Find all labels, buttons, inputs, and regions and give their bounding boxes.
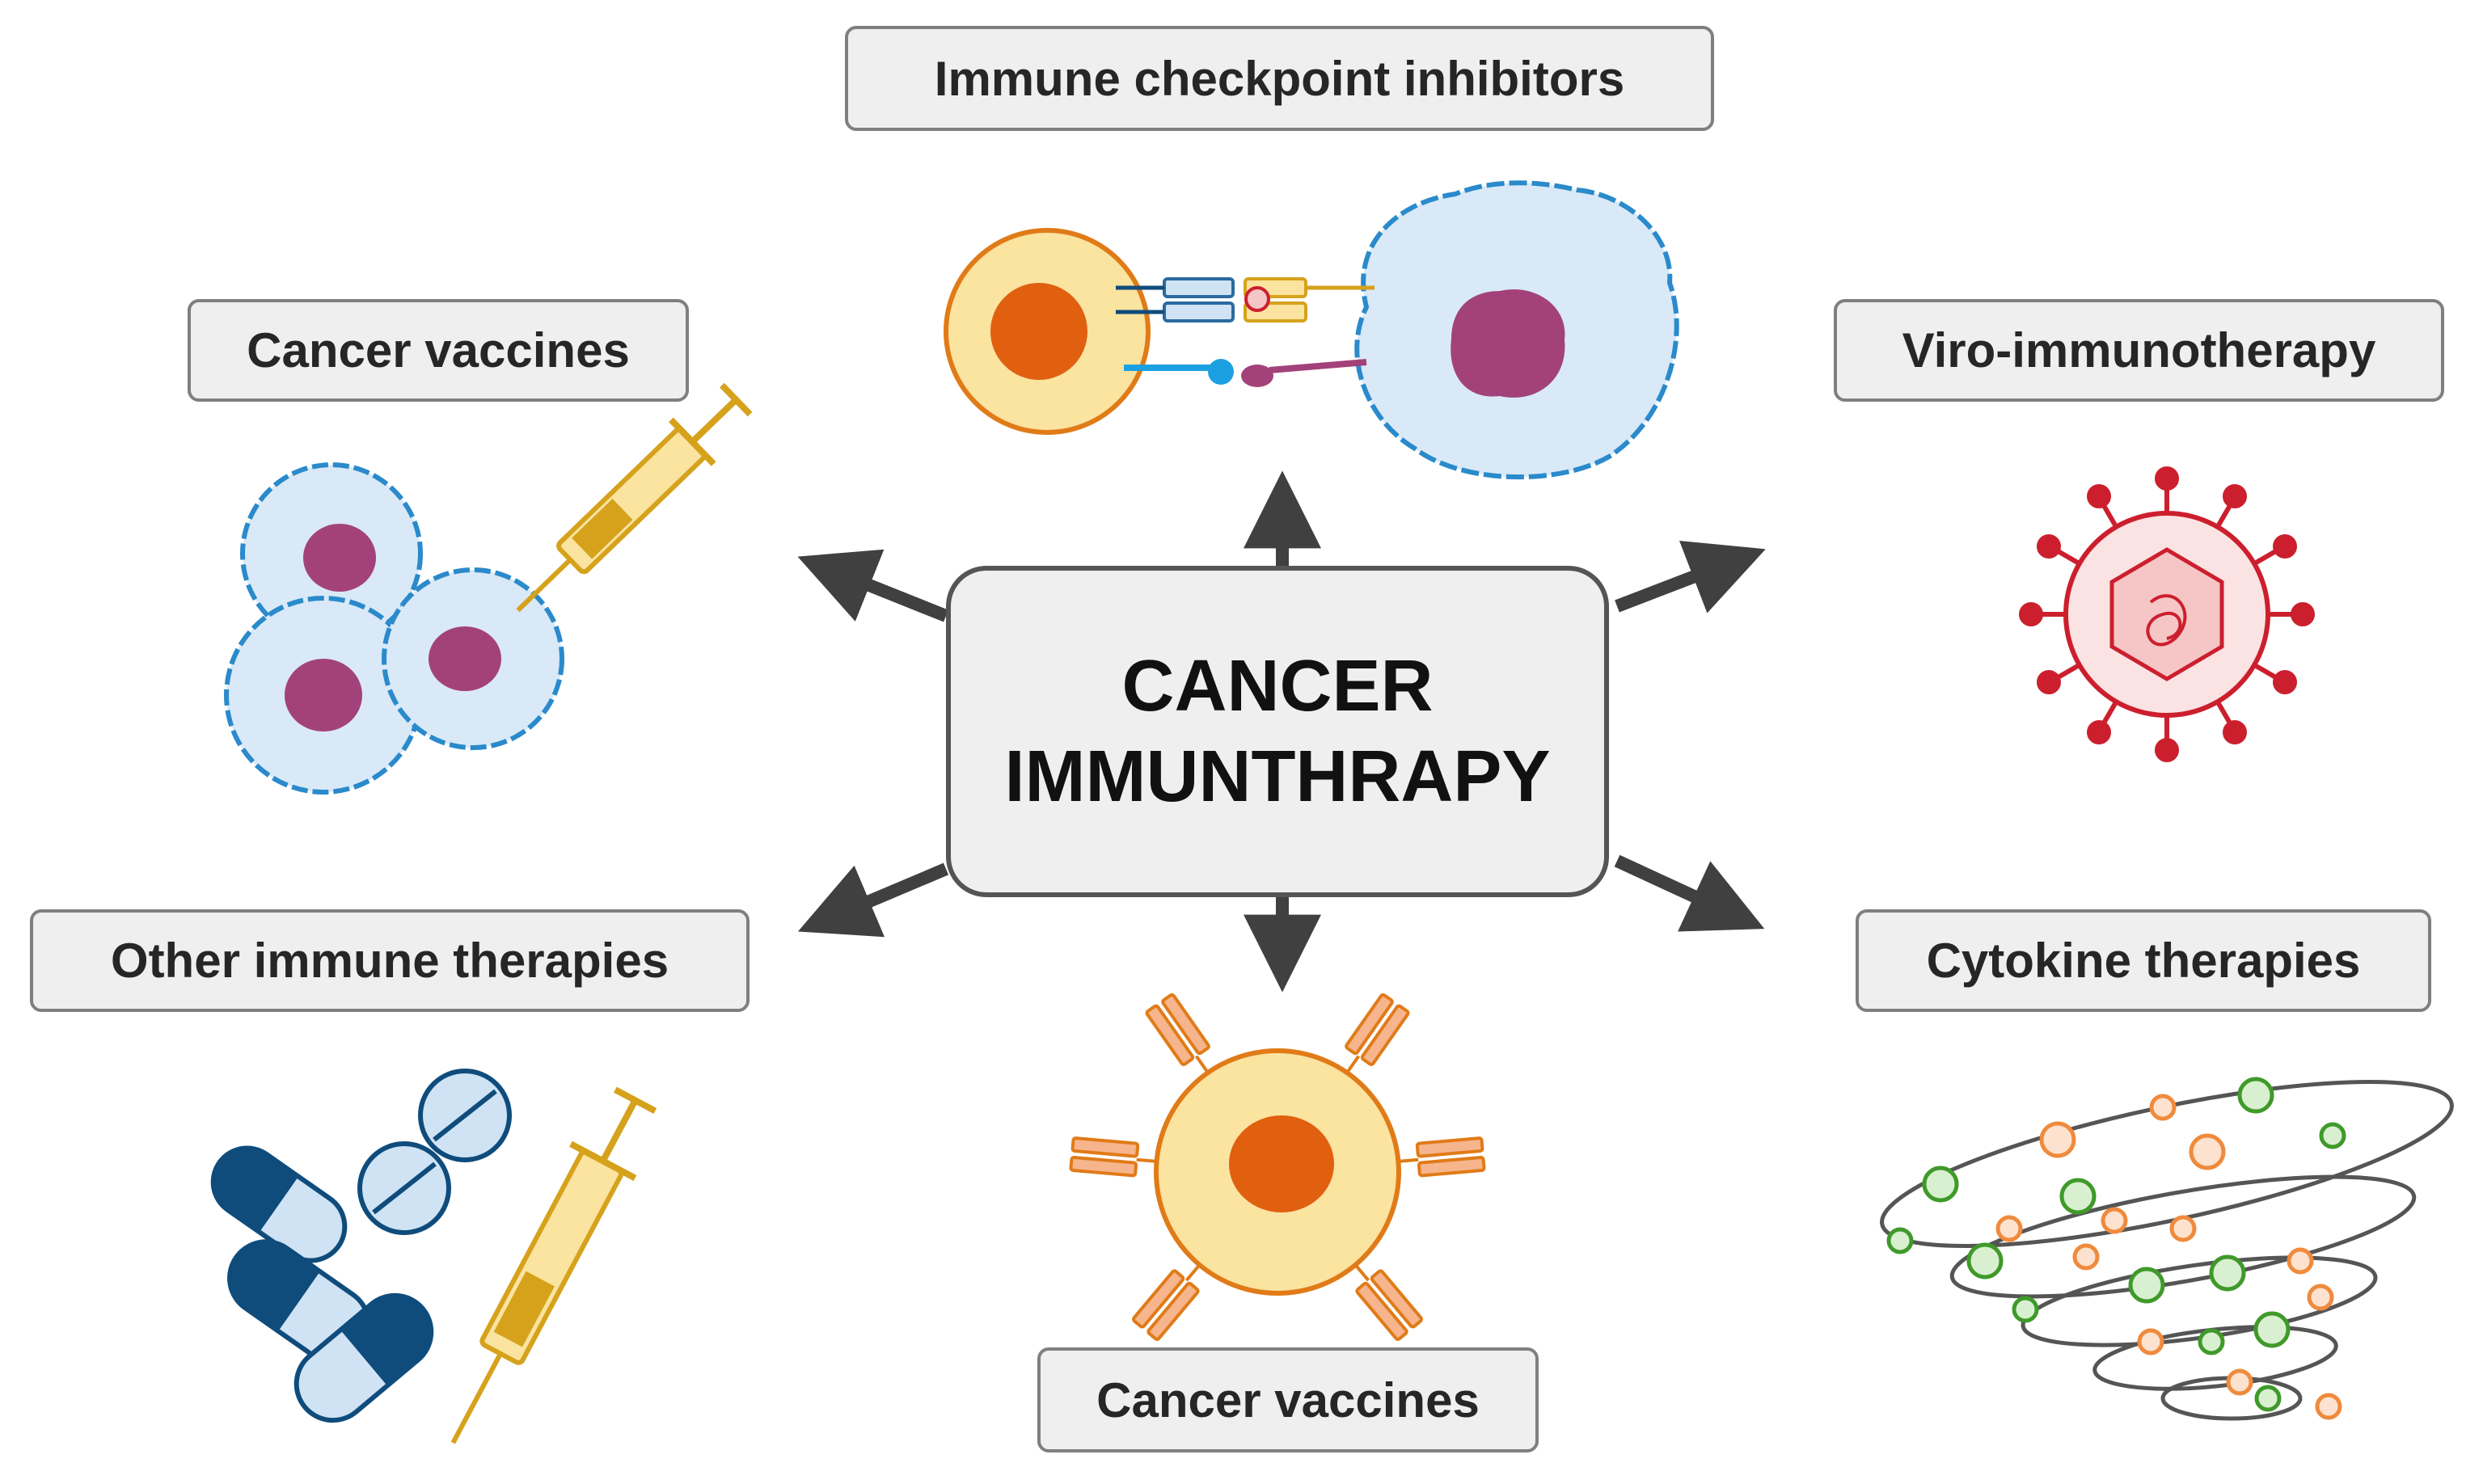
arrows — [797, 470, 1766, 993]
center-title-box: CANCER IMMUNTHRAPY — [946, 566, 1609, 897]
label-cytokine-therapies: Cytokine therapies — [1856, 909, 2431, 1012]
center-title-line1: CANCER — [1121, 646, 1434, 727]
arrow-upper-left — [797, 549, 948, 622]
antibody-cell-icon — [1069, 993, 1486, 1341]
cytokine-spiral-icon — [1880, 1077, 2454, 1421]
syringe-icon — [450, 1086, 657, 1444]
syringe-icon — [516, 382, 753, 613]
arrow-lower-right — [1614, 854, 1765, 932]
label-immune-checkpoint-inhibitors: Immune checkpoint inhibitors — [845, 26, 1714, 131]
checkpoint-cells-icon — [944, 180, 1679, 480]
center-title-line2: IMMUNTHRAPY — [1004, 736, 1551, 817]
arrow-lower-left — [797, 862, 949, 938]
label-cancer-vaccines-bottom: Cancer vaccines — [1037, 1347, 1539, 1452]
tumor-cells-icon — [224, 462, 564, 795]
label-cancer-vaccines-upper: Cancer vaccines — [188, 299, 689, 402]
label-viro-immunotherapy: Viro-immunotherapy — [1834, 299, 2444, 402]
label-other-immune-therapies: Other immune therapies — [30, 909, 750, 1012]
virus-icon — [2019, 466, 2315, 762]
pills-icon — [210, 1069, 512, 1423]
arrow-upper-right — [1615, 540, 1766, 613]
